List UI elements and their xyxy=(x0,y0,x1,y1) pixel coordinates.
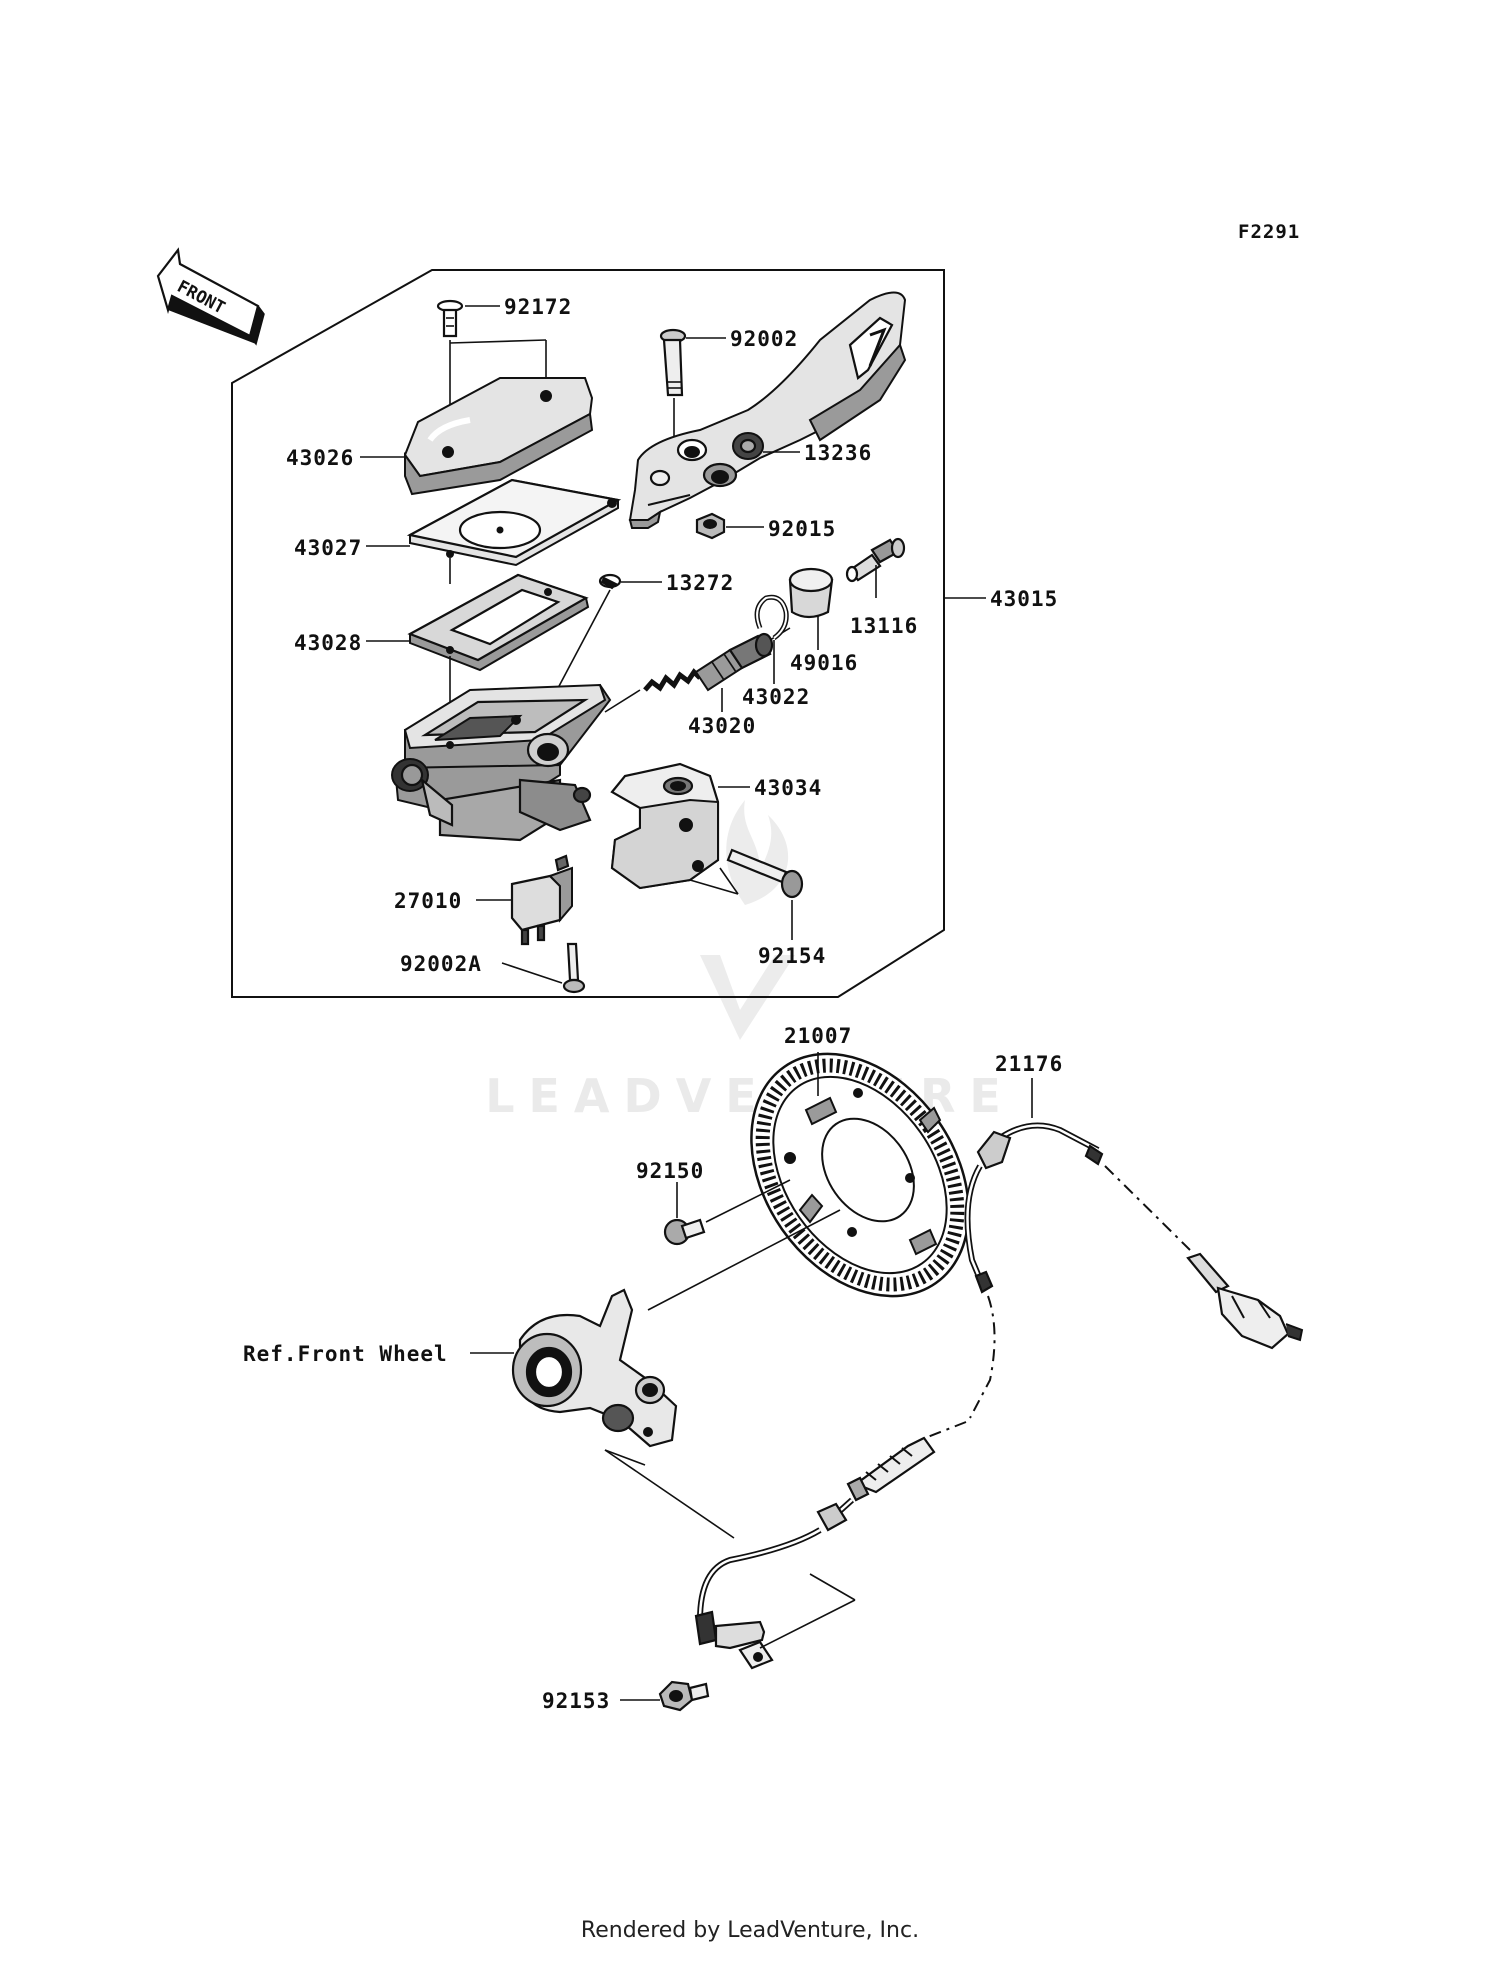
front-arrow-icon: FRONT xyxy=(156,247,265,346)
footer-credit: Rendered by LeadVenture, Inc. xyxy=(580,1918,920,1943)
part-92150-bolt xyxy=(663,1218,706,1246)
part-label-49016: 49016 xyxy=(790,651,858,675)
part-92002-pivot-bolt xyxy=(659,328,687,397)
ref-front-wheel-label: Ref.Front Wheel xyxy=(243,1342,448,1366)
part-label-13272: 13272 xyxy=(666,571,734,595)
part-43027-diaphragm xyxy=(406,478,622,567)
watermark-v-icon xyxy=(700,955,795,1040)
front-wheel-hub xyxy=(511,1288,678,1448)
part-label-43028: 43028 xyxy=(294,631,362,655)
part-43022-circlip xyxy=(754,594,789,641)
part-13272-clip xyxy=(598,573,622,590)
part-21176-abs-sensor-cable xyxy=(694,1122,1304,1670)
part-13116-push-rod xyxy=(845,537,906,583)
part-label-43034: 43034 xyxy=(754,776,822,800)
part-13236-collar xyxy=(732,432,764,460)
part-label-43015: 43015 xyxy=(990,587,1058,611)
part-label-92002: 92002 xyxy=(730,327,798,351)
part-label-13116: 13116 xyxy=(850,614,918,638)
part-label-92172: 92172 xyxy=(504,295,572,319)
part-label-21007: 21007 xyxy=(784,1024,852,1048)
watermark: LEADVENTURE xyxy=(485,800,1001,1123)
master-cylinder-body xyxy=(391,683,612,842)
part-label-43022: 43022 xyxy=(742,685,810,709)
part-43034-clamp xyxy=(610,762,720,890)
part-label-92154: 92154 xyxy=(758,944,826,968)
part-92015-nut xyxy=(695,512,726,540)
part-43028-gasket xyxy=(407,573,590,672)
part-label-92015: 92015 xyxy=(768,517,836,541)
part-92153-bolt xyxy=(658,1680,710,1712)
part-label-27010: 27010 xyxy=(394,889,462,913)
brake-lever xyxy=(628,291,907,529)
part-label-43027: 43027 xyxy=(294,536,362,560)
part-92154-bolt xyxy=(726,848,804,899)
part-label-92002A: 92002A xyxy=(400,952,482,976)
part-43026-reservoir-cap xyxy=(403,377,594,496)
part-49016-bushing xyxy=(788,567,834,619)
part-label-92153: 92153 xyxy=(542,1689,610,1713)
part-43020-piston-assembly xyxy=(643,632,774,692)
part-label-21176: 21176 xyxy=(995,1052,1063,1076)
part-label-43020: 43020 xyxy=(688,714,756,738)
part-label-43026: 43026 xyxy=(286,446,354,470)
part-92172-screw xyxy=(436,299,464,338)
part-21007-abs-rotor xyxy=(750,1052,970,1298)
part-27010-brake-switch xyxy=(510,854,573,946)
part-label-13236: 13236 xyxy=(804,441,872,465)
part-label-92150: 92150 xyxy=(636,1159,704,1183)
part-92002A-screw xyxy=(562,942,586,994)
figure-code: F2291 xyxy=(1238,221,1300,243)
assembly-box xyxy=(231,269,945,998)
